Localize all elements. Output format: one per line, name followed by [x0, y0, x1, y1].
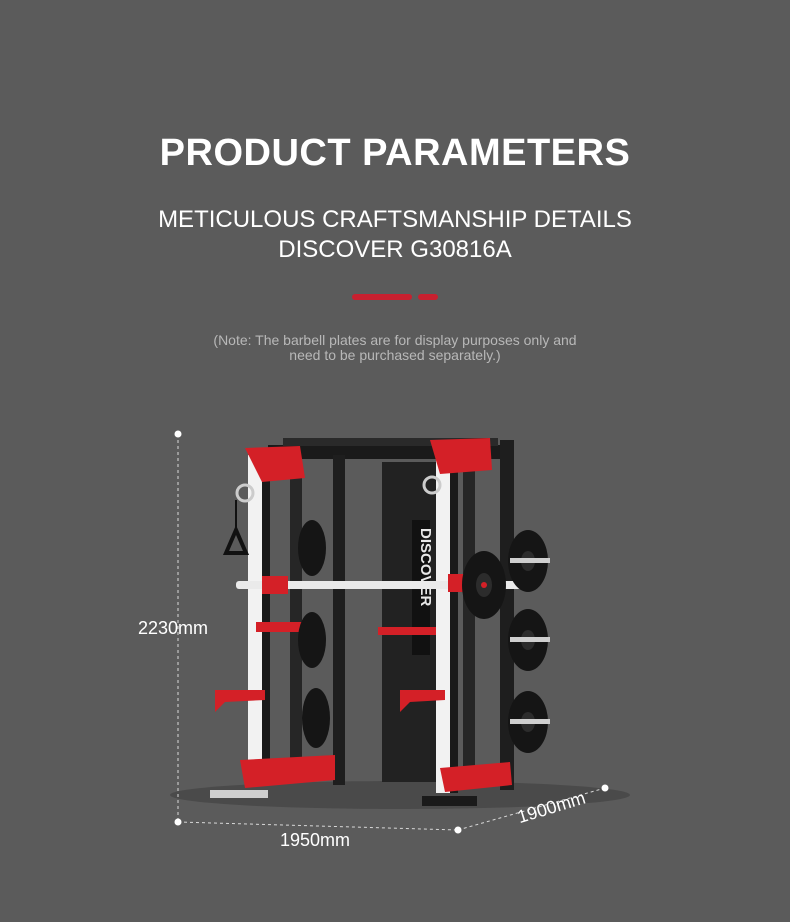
- weight-stack-right: [463, 468, 475, 788]
- floor-shadow: [170, 781, 630, 809]
- dimension-dot: [454, 826, 462, 834]
- display-note: (Note: The barbell plates are for displa…: [0, 333, 790, 363]
- storage-plates-left: [298, 520, 330, 748]
- page-subtitle: METICULOUS CRAFTSMANSHIP DETAILS DISCOVE…: [0, 205, 790, 265]
- storage-plates-right: [462, 530, 550, 753]
- landmine-post: [422, 796, 477, 806]
- front-right-upright: [436, 448, 450, 793]
- height-dimension-label: 2230mm: [138, 618, 209, 638]
- dimension-lines: [177, 434, 606, 831]
- width-dimension-line: [177, 821, 459, 831]
- smith-machine: DISCOVER: [210, 438, 550, 806]
- foot-plate-left: [210, 790, 268, 798]
- dimension-dot: [601, 784, 609, 792]
- note-line-1: (Note: The barbell plates are for displa…: [213, 332, 577, 348]
- pulley-right: [422, 475, 442, 495]
- j-hook-left: [215, 690, 265, 712]
- back-left-upright: [333, 455, 345, 785]
- front-left-upright-edge: [262, 455, 270, 785]
- plate-peg: [510, 637, 550, 642]
- pulley-left: [235, 483, 255, 503]
- safety-arm-center: [378, 627, 436, 635]
- brand-text: DISCOVER: [417, 528, 434, 607]
- safety-arm-left: [256, 622, 314, 632]
- weight-plate: [302, 688, 330, 748]
- j-hook-right: [400, 690, 445, 712]
- subtitle-line-1: METICULOUS CRAFTSMANSHIP DETAILS: [158, 206, 632, 233]
- left-top-bracket: [245, 446, 305, 482]
- dimension-dot: [174, 430, 182, 438]
- cable-handle: [222, 524, 250, 555]
- width-dimension-label: 1950mm: [280, 830, 351, 850]
- accent-divider-long: [352, 294, 412, 300]
- base-right: [440, 762, 512, 792]
- note-line-2: need to be purchased separately.): [289, 347, 501, 363]
- front-right-upright-edge: [450, 448, 458, 793]
- base-left: [240, 755, 335, 788]
- right-top-bracket: [430, 438, 492, 474]
- page-title: PRODUCT PARAMETERS: [159, 132, 631, 174]
- weight-plate: [298, 520, 326, 576]
- front-left-upright: [248, 455, 262, 785]
- center-panel: [382, 462, 440, 782]
- depth-dimension-line: [457, 787, 606, 831]
- barbell-collar-left: [262, 576, 288, 594]
- dimension-dots: [174, 430, 609, 834]
- dimension-dot: [174, 818, 182, 826]
- plate-peg: [510, 558, 550, 563]
- back-right-upright: [500, 440, 514, 790]
- weight-plate-accent: [481, 582, 487, 588]
- weight-plate: [298, 612, 326, 668]
- accent-divider-short: [418, 294, 438, 300]
- plate-peg: [510, 719, 550, 724]
- pullup-bar: [283, 438, 498, 446]
- subtitle-line-2: DISCOVER G30816A: [278, 236, 512, 263]
